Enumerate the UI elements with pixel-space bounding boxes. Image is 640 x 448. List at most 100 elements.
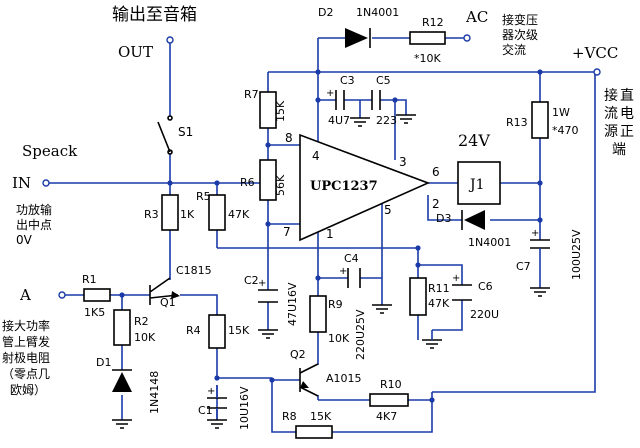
vcc-note-3: 流: [604, 106, 618, 122]
c7-value: 100U25V: [570, 229, 583, 280]
r13-label: R13: [506, 116, 528, 129]
out-label: OUT: [118, 43, 153, 61]
c5-value: 223: [376, 114, 397, 127]
r3-value: 1K: [180, 208, 195, 221]
pin4-label: 4: [312, 149, 320, 163]
in-terminal: [42, 179, 50, 187]
ground-symbols: [112, 114, 550, 429]
junction-dots: [119, 69, 543, 403]
ac-note-line-3: 交流: [502, 42, 526, 57]
r8-value: 15K: [310, 410, 332, 423]
d2-label: D2: [318, 6, 333, 19]
s1-label: S1: [178, 125, 193, 139]
r9-value: 10K: [328, 332, 350, 345]
ic-upc1237: [299, 133, 431, 242]
svg-text:+: +: [531, 228, 539, 239]
resistor-r3: [161, 194, 179, 231]
capacitor-c7: [530, 239, 550, 262]
in-label: IN: [12, 174, 31, 192]
resistor-r5: [208, 194, 226, 231]
resistor-r13: [531, 101, 549, 139]
svg-text:+: +: [258, 278, 266, 289]
c6-value: 220U: [470, 308, 499, 321]
a-note-line-4: （零点几: [2, 367, 50, 381]
capacitor-c5: [371, 90, 381, 110]
r3-label: R3: [144, 208, 159, 221]
resistor-r9: [309, 295, 327, 333]
resistor-r4: [208, 314, 226, 349]
resistor-r10: [369, 393, 409, 407]
r2-value: 10K: [134, 331, 156, 344]
r4-value: 15K: [228, 324, 250, 337]
vcc-terminal: [593, 68, 601, 76]
ac-note-line-2: 器次级: [502, 28, 538, 42]
diode-d3: [461, 210, 485, 230]
r5-label: R5: [196, 190, 211, 203]
mid-point-line-2: 出中点: [16, 217, 52, 232]
vcc-note-6: 正: [620, 124, 634, 140]
pin7-label: 7: [283, 225, 291, 239]
r9-label: R9: [328, 298, 343, 311]
c4-label: C4: [344, 252, 359, 265]
capacitor-c6: [452, 284, 472, 301]
pin5-label: 5: [384, 203, 392, 217]
j1-label: J1: [468, 177, 485, 193]
a-note-line-3: 射极电阻: [2, 350, 50, 365]
vcc-note-7: 端: [612, 142, 626, 158]
resistor-r11: [409, 277, 427, 316]
r12-value: *10K: [414, 52, 441, 65]
resistor-r8: [295, 425, 333, 439]
q1-label: Q1: [160, 296, 176, 309]
c4-value: 220U25V: [354, 309, 367, 360]
r13-value: 1W: [552, 106, 570, 119]
c5-label: C5: [376, 74, 391, 87]
d3-label: D3: [436, 212, 451, 225]
vcc-label: +VCC: [572, 44, 618, 62]
d1-label: D1: [96, 356, 111, 369]
r13-value-2: *470: [552, 124, 579, 137]
transistor-q2: [299, 363, 319, 397]
pin6-label: 6: [432, 165, 440, 179]
svg-text:+: +: [326, 88, 334, 99]
c6-label: C6: [478, 280, 493, 293]
speack-label: Speack: [22, 142, 78, 160]
resistor-r12: [409, 31, 446, 45]
c2-value: 47U16V: [286, 282, 299, 326]
capacitor-c4: [347, 268, 361, 288]
switch-s1: [157, 115, 173, 155]
vcc-note-5: 源: [604, 124, 618, 140]
r8-label: R8: [282, 410, 297, 423]
wires: [48, 37, 596, 433]
polarity-marks: + + + + + +: [207, 88, 539, 397]
c1815-label: C1815: [176, 264, 212, 277]
r5-value: 47K: [228, 208, 250, 221]
c2-label: C2: [244, 274, 259, 287]
pin3-label: 3: [399, 155, 407, 169]
pin2-label: 2: [432, 197, 440, 211]
r11-label: R11: [428, 282, 450, 295]
a1015-label: A1015: [326, 372, 362, 385]
d1-part: 1N4148: [148, 371, 161, 414]
capacitor-c3: [335, 90, 345, 110]
diode-d2: [345, 28, 371, 48]
capacitor-c2: [258, 289, 278, 303]
vcc-note-1: 接: [604, 87, 618, 104]
d3-part: 1N4001: [468, 236, 511, 249]
v24-label: 24V: [458, 131, 490, 150]
r7-value: 15K: [274, 100, 287, 122]
r6-label: R6: [240, 176, 255, 189]
transistor-q1: [149, 277, 180, 305]
r7-label: R7: [244, 88, 259, 101]
svg-text:+: +: [452, 273, 460, 284]
r10-label: R10: [380, 378, 402, 391]
vcc-note-4: 电: [620, 106, 634, 122]
r1-label: R1: [82, 273, 97, 286]
diode-d1: [112, 369, 132, 392]
pin1-label: 1: [326, 227, 334, 241]
d2-part: 1N4001: [356, 6, 399, 19]
ac-label: AC: [465, 8, 488, 26]
out-terminal: [166, 36, 174, 44]
r12-label: R12: [422, 16, 444, 29]
a-label: A: [19, 286, 31, 304]
